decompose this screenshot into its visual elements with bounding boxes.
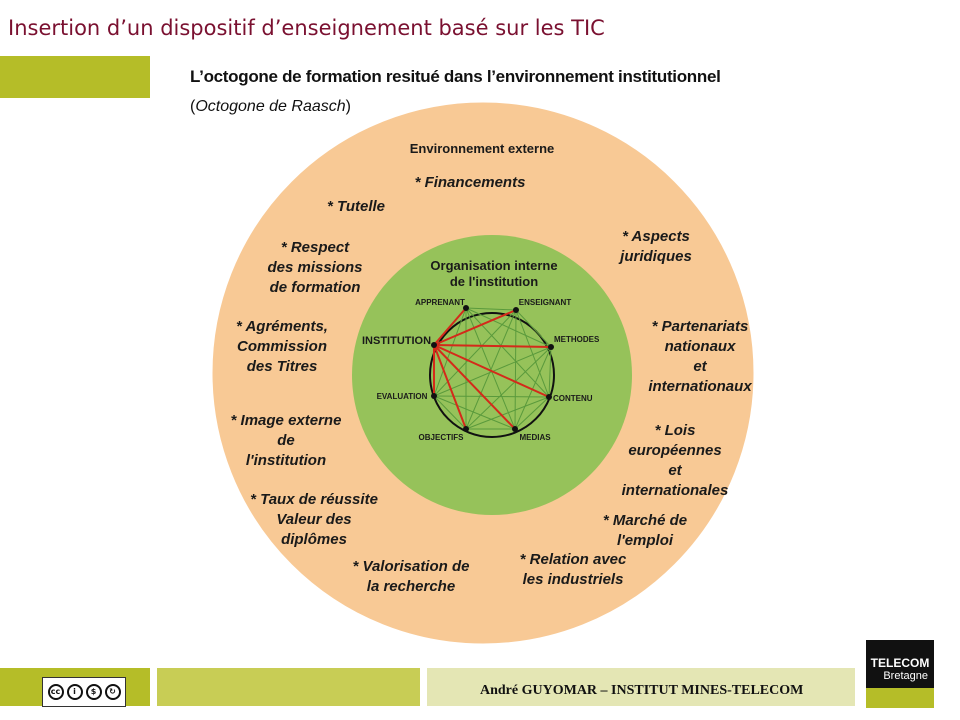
slide-subtitle-source: (Octogone de Raasch): [190, 98, 351, 115]
external-factor-label: l'emploi: [617, 532, 674, 549]
institution-link: [433, 344, 467, 430]
node-label-methodes: METHODES: [554, 335, 600, 344]
telecom-bretagne-logo: [866, 640, 934, 688]
node-methodes: [548, 344, 554, 350]
external-factor-label: les industriels: [523, 571, 624, 588]
octagon-link: [433, 395, 467, 430]
internal-organisation-disc: [352, 235, 632, 515]
cc-icon: cc: [47, 684, 64, 700]
internal-organisation-title-line1: Organisation interne: [430, 258, 557, 273]
octagon-link: [514, 346, 552, 430]
logo-green-band: [866, 688, 934, 708]
institution-link: [433, 344, 516, 430]
institution-link: [433, 307, 467, 346]
octagon-link: [433, 395, 516, 430]
node-label-contenu: CONTENU: [553, 394, 593, 403]
external-factor-label: * Aspects: [622, 228, 690, 245]
external-factor-label: * Lois: [655, 422, 696, 439]
node-label-objectifs: OBJECTIFS: [419, 433, 465, 442]
footer-bar-right: [427, 668, 855, 706]
node-institution: [431, 342, 437, 348]
creative-commons-license-badge[interactable]: cc i $ ↻: [42, 677, 126, 707]
external-factor-label: juridiques: [618, 248, 692, 265]
nc-icon: $: [85, 684, 102, 700]
internal-organisation-title-line2: de l'institution: [450, 274, 538, 289]
node-enseignant: [513, 307, 519, 313]
logo-text-bretagne: Bretagne: [883, 670, 928, 682]
institution-link: [433, 344, 552, 348]
octagon-link: [515, 309, 550, 398]
external-factor-label: Valeur des: [276, 511, 351, 528]
external-factor-label: diplômes: [281, 531, 347, 548]
node-label-enseignant: ENSEIGNANT: [519, 298, 572, 307]
slide-subtitle: L’octogone de formation resitué dans l’e…: [190, 67, 721, 86]
external-environment-title: Environnement externe: [410, 141, 555, 156]
source-name: Octogone de Raasch: [195, 98, 346, 115]
external-factor-label: de formation: [270, 279, 361, 296]
external-factor-label: internationaux: [648, 378, 752, 395]
octagon-link: [515, 309, 552, 348]
by-icon: i: [66, 684, 83, 700]
octagon-link: [465, 396, 550, 430]
octagon-links: [433, 307, 552, 430]
slide-title: Insertion d’un dispositif d’enseignement…: [8, 16, 605, 40]
external-factor-label: * Marché de: [603, 512, 687, 529]
external-factor-label: et: [668, 462, 682, 479]
node-label-institution: INSTITUTION: [362, 335, 431, 347]
external-factor-label: de: [277, 432, 295, 449]
node-contenu: [546, 394, 552, 400]
logo-text-telecom: TELECOM: [870, 656, 930, 670]
external-factor-label: * Respect: [281, 239, 350, 256]
octagon-circle: [429, 312, 555, 438]
external-factor-label: européennes: [628, 442, 721, 459]
external-factor-label: * Image externe: [231, 412, 342, 429]
external-factor-label: nationaux: [665, 338, 736, 355]
octagon-node-labels: APPRENANT ENSEIGNANT METHODES CONTENU MEDIAS…: [362, 298, 600, 442]
external-factor-label: * Relation avec: [520, 551, 627, 568]
node-objectifs: [463, 426, 469, 432]
octagon-link: [465, 307, 517, 311]
node-label-evaluation: EVALUATION: [377, 392, 428, 401]
external-factor-label: * Financements: [415, 174, 526, 191]
node-apprenant: [463, 305, 469, 311]
institution-logo-band: [0, 56, 150, 98]
external-factor-label: des missions: [267, 259, 362, 276]
node-medias: [512, 426, 518, 432]
institution-link: [433, 309, 517, 346]
octagon-link: [548, 346, 552, 398]
external-factor-label: la recherche: [367, 578, 455, 595]
external-factor-label: Commission: [237, 338, 327, 355]
octagon-nodes: [431, 305, 554, 432]
external-factor-label: * Agréments,: [236, 318, 328, 335]
octagon-link: [465, 309, 517, 430]
footer-bar-middle: [157, 668, 420, 706]
institution-link: [433, 344, 550, 398]
external-factor-label: des Titres: [247, 358, 318, 375]
external-factor-label: internationales: [622, 482, 729, 499]
node-label-medias: MEDIAS: [519, 433, 551, 442]
external-factor-label: * Valorisation de: [353, 558, 470, 575]
external-factor-labels: * Financements * Tutelle * Respect des miss…: [231, 174, 753, 595]
external-factor-label: * Taux de réussite: [250, 491, 378, 508]
external-factor-label: * Tutelle: [327, 198, 385, 215]
node-evaluation: [431, 393, 437, 399]
octagon-link: [514, 396, 550, 430]
octagon-link: [514, 309, 517, 430]
author-credit: André GUYOMAR – INSTITUT MINES-TELECOM: [480, 683, 804, 698]
external-factor-label: l'institution: [246, 452, 326, 469]
external-factor-label: et: [693, 358, 707, 375]
node-label-apprenant: APPRENANT: [415, 298, 465, 307]
external-factor-label: * Partenariats: [652, 318, 749, 335]
sa-icon: ↻: [104, 684, 121, 700]
